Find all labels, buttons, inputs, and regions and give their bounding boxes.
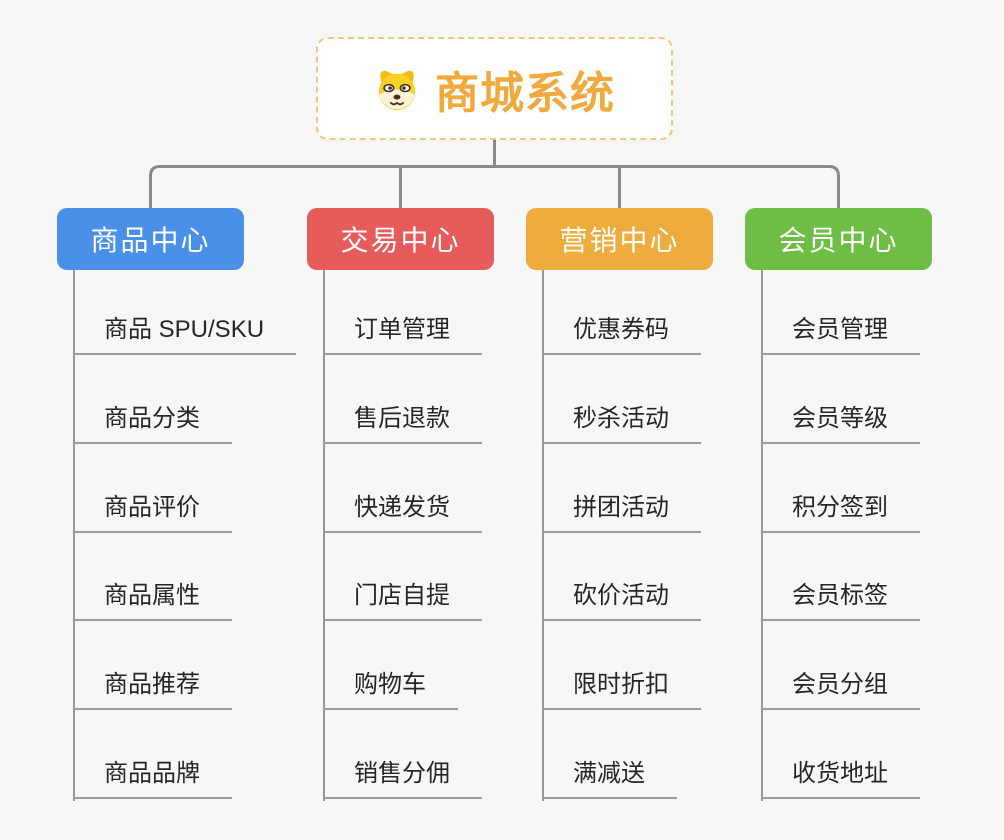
leaf-node[interactable]: 门店自提 — [323, 581, 482, 621]
branch-header-trade[interactable]: 交易中心 — [307, 208, 494, 270]
leaf-node[interactable]: 优惠券码 — [542, 315, 701, 355]
shiba-dog-icon — [374, 66, 420, 112]
leaf-node[interactable]: 拼团活动 — [542, 493, 701, 533]
trunk-line — [761, 270, 763, 801]
leaf-node[interactable]: 满减送 — [542, 759, 677, 799]
leaf-node[interactable]: 会员分组 — [761, 670, 920, 710]
leaf-node[interactable]: 销售分佣 — [323, 759, 482, 799]
leaf-node[interactable]: 购物车 — [323, 670, 458, 710]
leaf-node[interactable]: 商品 SPU/SKU — [73, 315, 297, 355]
leaf-node[interactable]: 积分签到 — [761, 493, 920, 533]
branch-column-marketing: 营销中心 优惠券码 秒杀活动 拼团活动 砍价活动 限时折扣 满减送 — [526, 208, 713, 840]
leaf-node[interactable]: 售后退款 — [323, 404, 482, 444]
leaf-node[interactable]: 商品评价 — [73, 493, 232, 533]
trunk-line — [323, 270, 325, 801]
branch-header-product[interactable]: 商品中心 — [57, 208, 244, 270]
root-title: 商城系统 — [435, 68, 615, 118]
leaf-node[interactable]: 订单管理 — [323, 315, 482, 355]
trunk-line — [73, 270, 75, 801]
branch-header-member[interactable]: 会员中心 — [745, 208, 932, 270]
leaf-node[interactable]: 砍价活动 — [542, 581, 701, 621]
main-connector-line — [149, 165, 840, 209]
branch-column-member: 会员中心 会员管理 会员等级 积分签到 会员标签 会员分组 收货地址 — [745, 208, 932, 840]
trunk-line — [542, 270, 544, 801]
branch-column-product: 商品中心 商品 SPU/SKU 商品分类 商品评价 商品属性 商品推荐 商品品牌 — [57, 208, 297, 840]
leaf-node[interactable]: 会员等级 — [761, 404, 920, 444]
leaf-node[interactable]: 商品品牌 — [73, 759, 232, 799]
leaf-node[interactable]: 会员管理 — [761, 315, 920, 355]
leaf-node[interactable]: 限时折扣 — [542, 670, 701, 710]
leaf-node[interactable]: 商品属性 — [73, 581, 232, 621]
leaf-node[interactable]: 商品分类 — [73, 404, 232, 444]
leaf-node[interactable]: 秒杀活动 — [542, 404, 701, 444]
leaf-node[interactable]: 商品推荐 — [73, 670, 232, 710]
branch-column-trade: 交易中心 订单管理 售后退款 快递发货 门店自提 购物车 销售分佣 — [307, 208, 494, 840]
leaf-node[interactable]: 收货地址 — [761, 759, 920, 799]
branch-header-marketing[interactable]: 营销中心 — [526, 208, 713, 270]
leaf-node[interactable]: 快递发货 — [323, 493, 482, 533]
root-node[interactable]: 商城系统 — [316, 37, 673, 140]
leaf-node[interactable]: 会员标签 — [761, 581, 920, 621]
